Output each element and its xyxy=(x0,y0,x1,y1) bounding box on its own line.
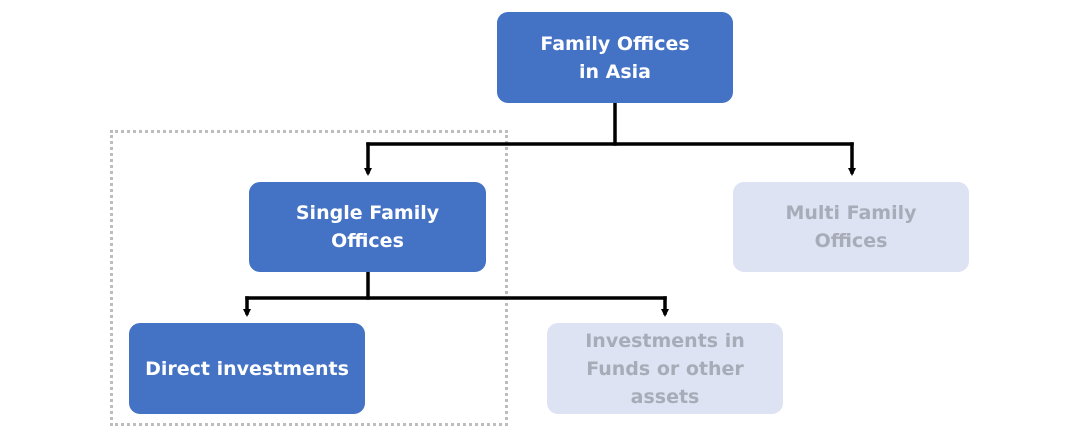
node-label: Investments in Funds or other assets xyxy=(585,329,745,408)
node-family-offices-in-asia: Family Offices in Asia xyxy=(497,12,733,103)
node-direct-investments: Direct investments xyxy=(129,323,365,414)
node-label: Direct investments xyxy=(145,357,349,380)
node-single-family-offices: Single Family Offices xyxy=(249,182,486,272)
node-label: Family Offices in Asia xyxy=(540,32,690,83)
node-investments-in-funds: Investments in Funds or other assets xyxy=(547,323,783,414)
node-multi-family-offices: Multi Family Offices xyxy=(733,182,969,272)
node-label: Multi Family Offices xyxy=(785,202,917,252)
node-label: Single Family Offices xyxy=(295,202,440,252)
highlight-group-border xyxy=(110,130,508,426)
